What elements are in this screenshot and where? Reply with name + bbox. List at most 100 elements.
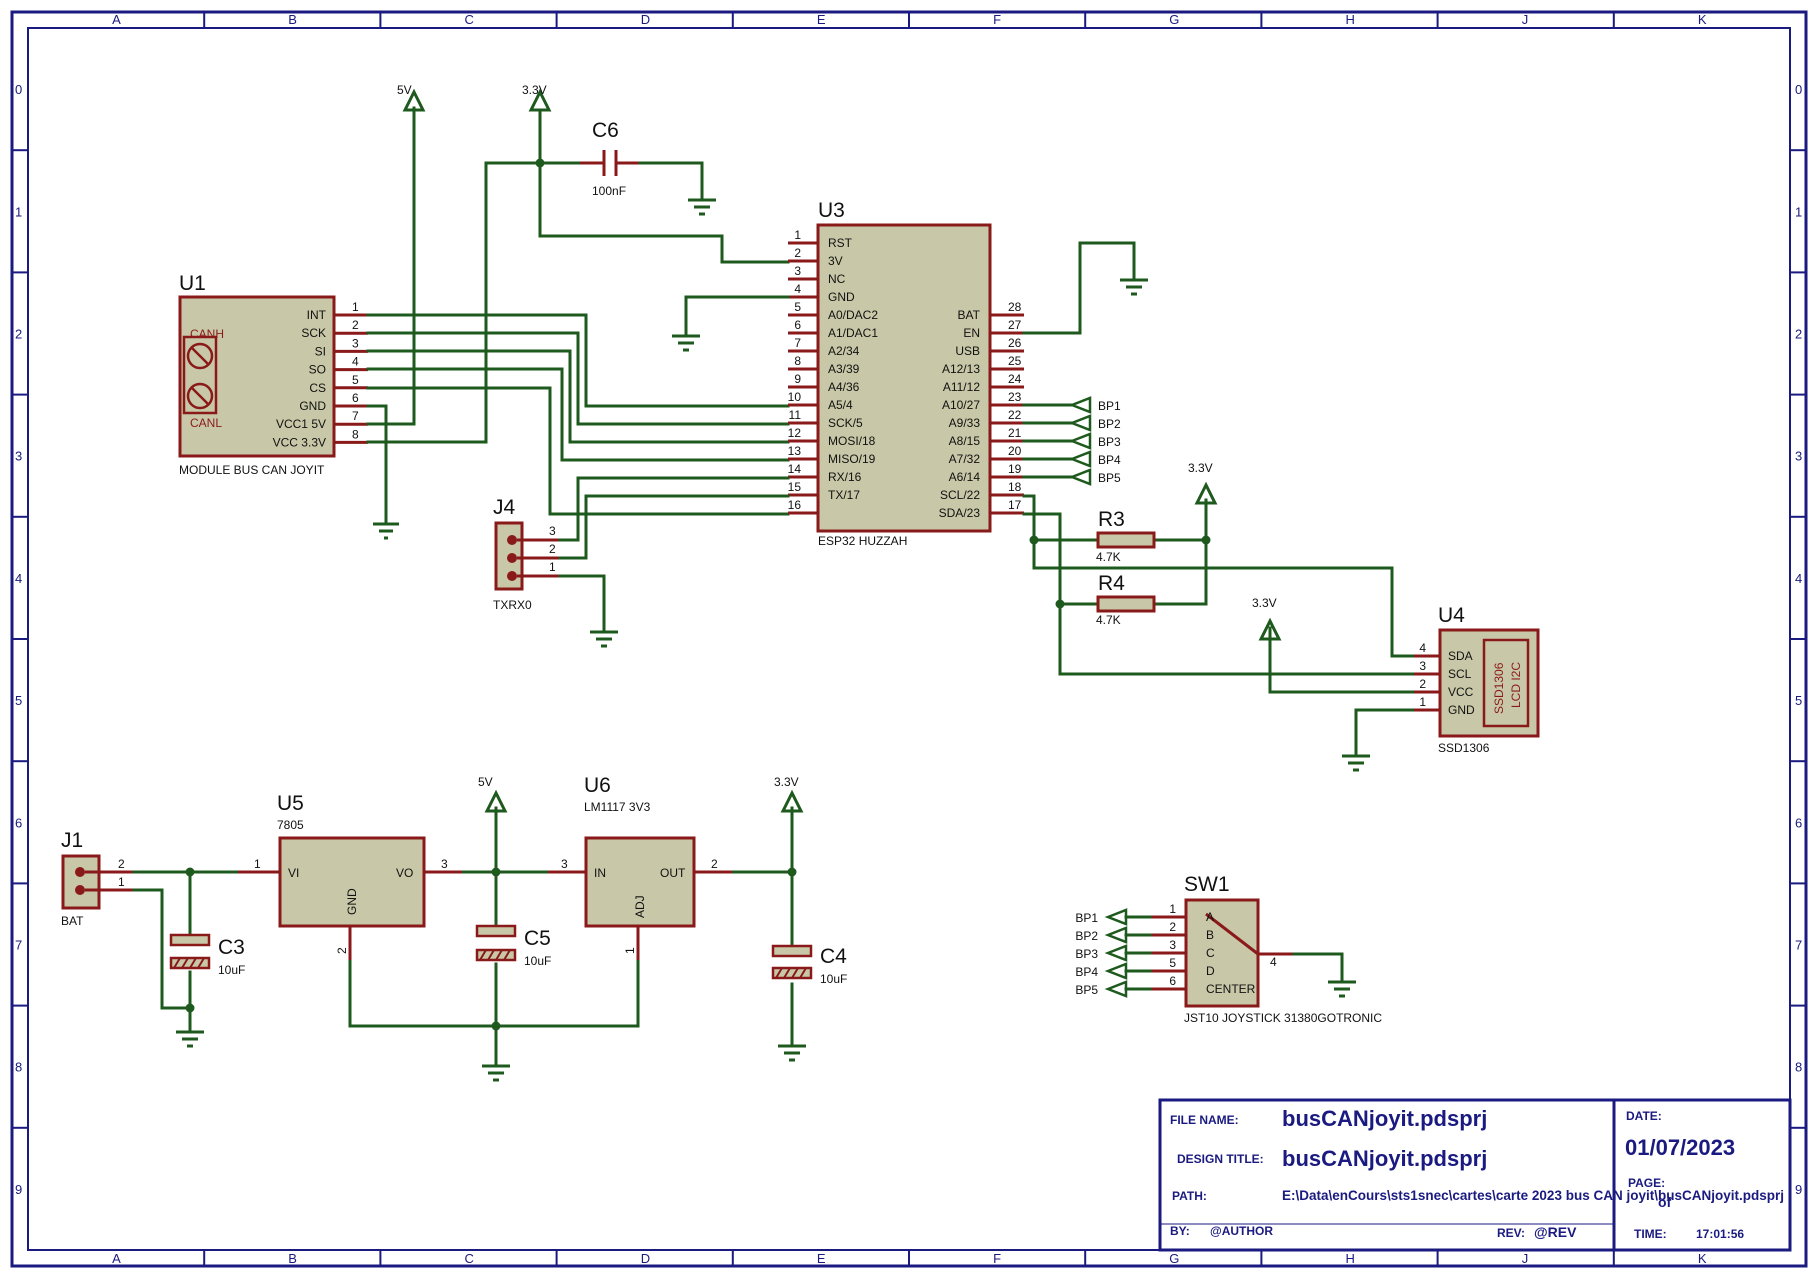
u3-right-pin-26: USB (955, 344, 980, 358)
zone-col-top-E: E (817, 12, 826, 27)
c3-capacitor[interactable]: C3 10uF (169, 933, 245, 977)
j1-pin1: 1 (118, 875, 125, 889)
u4-label1: SSD1306 (1492, 662, 1506, 714)
u6-ref: U6 (584, 774, 611, 797)
u4-pin-gnd: GND (1448, 703, 1475, 717)
power-33v-label-u4: 3.3V (1252, 596, 1277, 610)
u3-left-num-5: 5 (794, 300, 801, 314)
r4-resistor[interactable]: R4 4.7K (1096, 572, 1156, 627)
zone-col-top-G: G (1169, 12, 1179, 27)
u5-pin-vi: VI (288, 866, 299, 880)
c4-ref: C4 (820, 945, 847, 968)
rev-label: REV: (1497, 1226, 1525, 1240)
zone-row-right-6: 6 (1795, 815, 1802, 830)
c5-capacitor[interactable]: C5 10uF (475, 924, 551, 968)
u1-pin-label-5: CS (309, 381, 326, 395)
sw1-net-BP5: BP5 (1075, 983, 1098, 997)
power-5v-label-supply: 5V (478, 775, 493, 789)
u4-ssd1306[interactable]: SSD1306 LCD I2C U4 SSD1306 4SDA3SCL2VCC1… (1414, 604, 1540, 755)
u3-left-num-10: 10 (788, 390, 802, 404)
u6-lm1117[interactable]: IN OUT ADJ 3 2 1 U6 LM1117 3V3 (548, 774, 732, 960)
sw1-net-BP2: BP2 (1075, 929, 1098, 943)
u3-gnd-wires (672, 241, 1148, 352)
esp32-net-BP1: BP1 (1098, 399, 1121, 413)
r3-resistor[interactable]: R3 4.7K (1096, 508, 1156, 564)
power-33v-label-top: 3.3V (522, 83, 547, 97)
zone-row-left-0: 0 (15, 82, 22, 97)
u5-value: 7805 (277, 818, 304, 832)
u3-right-num-22: 22 (1008, 408, 1022, 422)
sw1-pin-num-6: 6 (1169, 974, 1176, 988)
zone-col-top-J: J (1522, 12, 1529, 27)
u1-pin-num-1: 1 (352, 300, 359, 314)
u3-left-pin-5: A0/DAC2 (828, 308, 878, 322)
i2c-pullups (1022, 494, 1416, 772)
u3-right-num-28: 28 (1008, 300, 1022, 314)
u1-pin-label-1: INT (307, 308, 327, 322)
r4-ref: R4 (1098, 572, 1125, 595)
esp32-net-BP4: BP4 (1098, 453, 1121, 467)
power-33v-r: 3.3V (1188, 461, 1218, 505)
zone-row-right-8: 8 (1795, 1060, 1802, 1075)
u6-value: LM1117 3V3 (584, 800, 651, 814)
u3-left-num-3: 3 (794, 264, 801, 278)
supply-wires (132, 806, 806, 1082)
c3-value: 10uF (218, 963, 245, 977)
power-33v-u4: 3.3V (1252, 596, 1282, 641)
zone-row-left-1: 1 (15, 204, 22, 219)
by-label: BY: (1170, 1224, 1190, 1238)
by-value: @AUTHOR (1210, 1224, 1273, 1238)
u4-label2: LCD I2C (1509, 662, 1523, 708)
zone-row-left-4: 4 (15, 571, 22, 586)
u6-pin-out: OUT (660, 866, 686, 880)
u5-7805[interactable]: VI VO GND 1 3 2 U5 7805 (238, 792, 462, 960)
sw1-net-BP3: BP3 (1075, 947, 1098, 961)
j4-pin2: 2 (549, 542, 556, 556)
design-title-label: DESIGN TITLE: (1177, 1152, 1264, 1166)
c3-ref: C3 (218, 936, 245, 959)
u6-pin2-num: 2 (711, 857, 718, 871)
zone-col-bottom-C: C (465, 1251, 474, 1266)
u4-ref: U4 (1438, 604, 1465, 627)
u3-right-pin-20: A7/32 (949, 452, 981, 466)
j4-connector[interactable]: 3 2 1 J4 TXRX0 (493, 476, 790, 648)
page-of: of (1658, 1194, 1672, 1210)
u3-left-num-14: 14 (788, 462, 802, 476)
esp32-net-BP2: BP2 (1098, 417, 1121, 431)
u3-right-pin-24: A11/12 (943, 380, 980, 394)
sw1-pin-num-2: 2 (1169, 920, 1176, 934)
u1-can-module[interactable]: CANH CANL U1 MODULE BUS CAN JOYIT INT1SC… (178, 272, 368, 477)
u3-right-num-17: 17 (1008, 498, 1022, 512)
u3-right-num-24: 24 (1008, 372, 1022, 386)
u1-ref: U1 (179, 272, 206, 295)
sw1-value: JST10 JOYSTICK 31380GOTRONIC (1184, 1011, 1382, 1025)
esp32-net-BP3: BP3 (1098, 435, 1121, 449)
u3-left-pin-1: RST (828, 236, 853, 250)
u4-pin-scl: SCL (1448, 667, 1472, 681)
c4-capacitor[interactable]: C4 10uF (771, 944, 847, 986)
zone-col-bottom-D: D (641, 1251, 650, 1266)
c6-ref: C6 (592, 119, 619, 142)
u3-left-pin-7: A2/34 (828, 344, 860, 358)
j1-value: BAT (61, 914, 84, 928)
design-title: busCANjoyit.pdsprj (1282, 1146, 1487, 1171)
u3-left-num-12: 12 (788, 426, 802, 440)
zone-row-left-5: 5 (15, 693, 22, 708)
u3-esp32[interactable]: U3 ESP32 HUZZAH 12345678910111213141516R… (788, 199, 1024, 548)
u3-right-pin-28: BAT (958, 308, 981, 322)
power-33v-label-supply: 3.3V (774, 775, 799, 789)
c6-capacitor[interactable]: C6 100nF (535, 119, 790, 264)
c4-value: 10uF (820, 972, 847, 986)
j1-connector[interactable]: 2 1 J1 BAT (61, 829, 134, 928)
sw1-pin-center: CENTER (1206, 982, 1256, 996)
j1-pin2: 2 (118, 857, 125, 871)
sw1-joystick[interactable]: 4 SW1 JST10 JOYSTICK 31380GOTRONIC BP11A… (1075, 873, 1382, 1025)
zone-row-left-7: 7 (15, 938, 22, 953)
u3-left-pin-6: A1/DAC1 (828, 326, 878, 340)
time-value: 17:01:56 (1696, 1227, 1744, 1241)
zone-col-bottom-H: H (1346, 1251, 1355, 1266)
u6-pin-in: IN (594, 866, 606, 880)
sw1-pin-a: A (1206, 910, 1214, 924)
